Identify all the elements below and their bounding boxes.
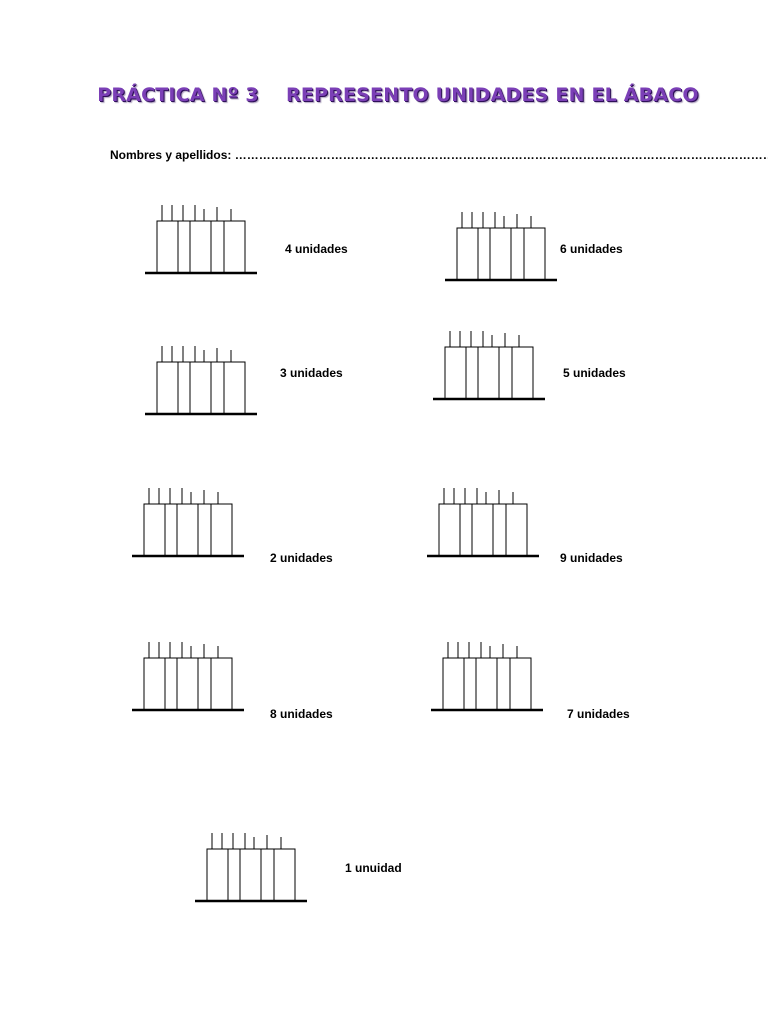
abacus-2[interactable]	[445, 210, 557, 282]
exercise-label-3: 3 unidades	[280, 366, 343, 380]
name-row: Nombres y apellidos: ……………………………………………………	[110, 148, 768, 162]
abacus-6[interactable]	[427, 486, 539, 558]
worksheet-title: PRÁCTICA Nº 3 REPRESENTO UNIDADES EN EL …	[97, 84, 699, 106]
abacus-9[interactable]	[195, 831, 307, 903]
exercise-label-6: 9 unidades	[560, 551, 623, 565]
name-line[interactable]: ……………………………………………………………………………………………………………	[234, 148, 768, 162]
abacus-drawing	[132, 488, 244, 558]
exercise-label-2: 6 unidades	[560, 242, 623, 256]
abacus-8[interactable]	[431, 640, 543, 712]
exercise-label-4: 5 unidades	[563, 366, 626, 380]
abacus-7[interactable]	[132, 640, 244, 712]
exercise-label-8: 7 unidades	[567, 707, 630, 721]
abacus-drawing	[433, 331, 545, 401]
exercise-label-7: 8 unidades	[270, 707, 333, 721]
abacus-drawing	[431, 642, 543, 712]
exercise-label-1: 4 unidades	[285, 242, 348, 256]
abacus-5[interactable]	[132, 486, 244, 558]
abacus-drawing	[427, 488, 539, 558]
abacus-4[interactable]	[433, 329, 545, 401]
name-label: Nombres y apellidos:	[110, 148, 232, 162]
exercise-label-5: 2 unidades	[270, 551, 333, 565]
abacus-drawing	[195, 833, 307, 903]
abacus-drawing	[132, 642, 244, 712]
abacus-3[interactable]	[145, 344, 257, 416]
abacus-drawing	[145, 346, 257, 416]
exercise-label-9: 1 unuidad	[345, 861, 402, 875]
abacus-drawing	[145, 205, 257, 275]
abacus-drawing	[445, 212, 557, 282]
abacus-1[interactable]	[145, 203, 257, 275]
